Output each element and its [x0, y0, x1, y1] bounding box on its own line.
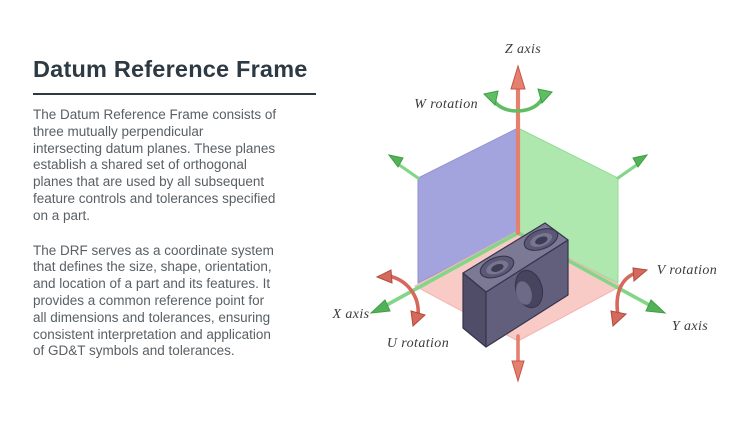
diagram-labels: Z axis W rotation X axis U rotation V ro…	[331, 42, 717, 351]
counterbore-right-inner	[535, 236, 548, 245]
title-underline	[33, 93, 316, 96]
z-axis-arrowhead-icon	[510, 64, 526, 90]
front-bore-hole	[514, 269, 544, 309]
u-rotation-label: U rotation	[387, 336, 449, 351]
counterbore-left-inner	[491, 263, 504, 272]
y-axis-label: Y axis	[672, 319, 708, 334]
u-rotation-arrowhead-top-icon	[375, 269, 393, 284]
w-rotation-label: W rotation	[414, 97, 478, 112]
z-axis-label: Z axis	[505, 42, 541, 57]
v-rotation-arc	[615, 271, 638, 318]
counterbore-hole-left	[479, 255, 515, 279]
machined-part	[462, 222, 569, 348]
drf-paragraph: The DRF serves as a coordinate system th…	[33, 242, 274, 359]
front-bore-highlight	[516, 281, 532, 305]
v-rotation-arrowhead-top-icon	[632, 267, 649, 283]
rotation-arrows	[375, 88, 649, 328]
text-panel: Datum Reference Frame The Datum Referenc…	[33, 56, 333, 360]
v-rotation-label: V rotation	[657, 263, 717, 278]
green-plane-normal-arrowhead-icon	[632, 154, 649, 168]
u-rotation-arrowhead-bottom-icon	[410, 310, 426, 328]
blue-plane-normal-line	[396, 162, 420, 180]
z-axis-down-arrowhead-icon	[511, 360, 525, 383]
diagram-panel: Z axis W rotation X axis U rotation V ro…	[330, 0, 750, 422]
u-rotation-arc	[387, 274, 420, 318]
v-rotation-arrowhead-bottom-icon	[610, 310, 628, 328]
y-axis-arrowhead-icon	[645, 299, 667, 314]
x-axis-label: X axis	[331, 307, 369, 322]
intro-paragraph: The Datum Reference Frame consists of th…	[33, 107, 277, 223]
x-axis-line	[381, 231, 520, 309]
blue-plane-normal-arrowhead-icon	[387, 154, 404, 168]
green-plane-normal-line	[616, 162, 640, 180]
counterbore-hole-right	[523, 228, 559, 251]
x-axis-arrowhead-icon	[369, 299, 391, 314]
w-rotation-arrowhead-left-icon	[482, 90, 499, 107]
datum-frame-diagram: Z axis W rotation X axis U rotation V ro…	[331, 42, 717, 383]
page-title: Datum Reference Frame	[33, 56, 308, 82]
w-rotation-arrowhead-right-icon	[537, 88, 553, 105]
